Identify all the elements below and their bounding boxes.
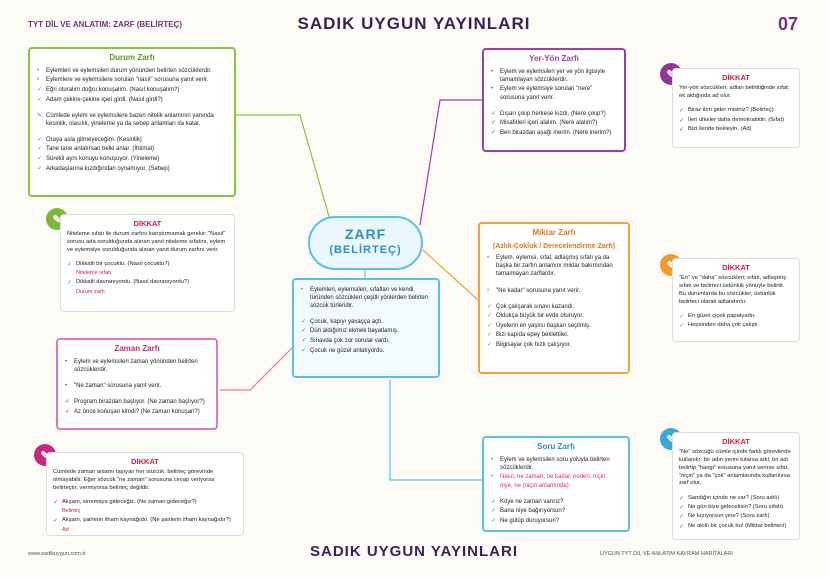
- dikkat-text: Cümlede zaman anlamı taşıyan her sözcük,…: [53, 469, 215, 491]
- dikkat-title: DİKKAT: [133, 219, 162, 228]
- zarf-title-cloud: ZARF (BELİRTEÇ): [308, 216, 423, 270]
- soru-example: ✓Ne gülüp duruyorsun?: [491, 517, 560, 524]
- dikkat-label: Ad: [62, 526, 69, 533]
- miktar-example: ✓Bizi kapıda epey beklettiler.: [487, 332, 569, 339]
- durum-title: Durum Zarfı: [109, 53, 155, 62]
- dikkat-example: ✓Ne akıllı bir çocuk bu! (Miktar belirte…: [679, 522, 787, 530]
- zaman-title: Zaman Zarfı: [114, 344, 160, 353]
- footer-publisher: SADIK UYGUN YAYINLARI: [310, 543, 518, 560]
- soru-item: •Eylem ve eylemsileri soru yoluyla belir…: [491, 456, 610, 471]
- dikkat-label: Durum zarfı: [76, 288, 105, 295]
- soru-title: Soru Zarfı: [537, 442, 575, 451]
- footer-series: UYGUN TYT DİL VE ANLATIM KAVRAM HARİTALA…: [600, 551, 733, 557]
- dikkat-example: ✓Dikkatli bir çocuktu. (Nasıl çocuktu?): [67, 261, 170, 269]
- footer-website[interactable]: www.sadikuygun.com.tr: [28, 551, 86, 557]
- dikkat-yer-box: DİKKAT Yer-yön sözcükleri, adları belirt…: [672, 68, 800, 148]
- soru-example: ✓Köye ne zaman varırız?: [491, 498, 564, 505]
- header-publisher: SADIK UYGUN YAYINLARI: [297, 14, 531, 33]
- yer-example: ✓Ben birazdan aşağı inerim. (Nere inerim…: [491, 129, 612, 136]
- yer-item: •Eylem ve eylemsileri yer ve yön ilgisiy…: [491, 68, 606, 83]
- dikkat-example: ✓İleri ülkeler daha demokratiktir. (Sıfa…: [679, 116, 785, 124]
- durum-zarfi-box: Durum Zarfı •Eylemleri ve eylemsileri du…: [28, 47, 236, 197]
- dikkat-text: Yer-yön sözcükleri, adları belirttiğinde…: [679, 85, 790, 99]
- dikkat-zaman-box: DİKKAT Cümlede zaman anlamı taşıyan her …: [46, 452, 244, 536]
- yer-item: •Eylem ve eylemsiye sorulan "nere" sorus…: [491, 86, 593, 101]
- center-example: ✓Çocuk ne güzel anlatıyordu.: [301, 347, 385, 354]
- dikkat-example: ✓Akşam, şairlerin ilham kaynağıdır. (Ne …: [53, 517, 231, 525]
- dikkat-label: Niteleme sıfatı: [76, 270, 112, 277]
- durum-item: •Eylemleri ve eylemsileri durum yönünden…: [37, 67, 212, 74]
- miktar-item: •"Ne kadar" sorusuna yanıt verir.: [487, 287, 581, 294]
- dikkat-example: ✓Sandığın içinde ne var? (Soru adılı): [679, 494, 780, 502]
- center-subtitle: (BELİRTEÇ): [329, 244, 402, 256]
- zaman-item: •"Ne zaman" sorusuna yanıt verir.: [65, 382, 162, 389]
- yer-example: ✓Dışarı çıkıp herkese kızdı. (Nere çıkıp…: [491, 110, 606, 117]
- dikkat-example: ✓Akşam, sinemaya gideceğiz. (Ne zaman gi…: [53, 499, 197, 507]
- page-number: 07: [778, 14, 799, 34]
- center-title: ZARF: [344, 226, 387, 242]
- durum-item: •Eylemlere ve eylemsilere sorulan "nasıl…: [37, 77, 209, 84]
- dikkat-title: DİKKAT: [722, 437, 750, 446]
- soru-example: ✓Bana niye bağırıyorsun?: [491, 508, 566, 515]
- dikkat-example: ✓Bizi ileride bekleyin. (Ad): [679, 125, 752, 133]
- dikkat-text: Niteleme sıfatı ile durum zarfını karışt…: [67, 231, 226, 253]
- miktar-example: ✓Oldukça büyük bir evde oturuyor.: [487, 313, 584, 320]
- dikkat-text: "En" ve "daha" sözcükleri; sıfatı, adlaş…: [679, 275, 787, 305]
- header-subject: TYT DİL VE ANLATIM: ZARF (BELİRTEÇ): [28, 20, 183, 29]
- center-example: ✓Dün aldığımız ekmek bayatlamış.: [301, 328, 399, 335]
- dikkat-title: DİKKAT: [722, 263, 750, 272]
- miktar-item: •Eylem, eylemsi, sıfat, adlaşmış sıfatı …: [487, 255, 613, 278]
- durum-example: ✓Sürekli aynı konuyu konuşuyor. (Yinelem…: [37, 156, 160, 163]
- yer-example: ✓Misafirleri içeri alalım. (Nere alalım?…: [491, 120, 598, 127]
- durum-example: ✓Tane tane anlatırsan belki anlar. (İhti…: [37, 146, 155, 153]
- dikkat-text: "Ne" sözcüğü cümle içinde farklı görevle…: [679, 449, 791, 487]
- dikkat-example: ✓En güzel çiçek papatyadır.: [679, 312, 756, 320]
- dikkat-example: ✓Ne kızıyorsun yine? (Soru zarfı): [679, 513, 770, 521]
- dikkat-label: Belirteç: [62, 508, 81, 515]
- miktar-example: ✓Üyelerin en yaşlısı başkan seçilmiş.: [487, 322, 591, 329]
- zaman-example: ✓Program birazdan başlıyor. (Ne zaman ba…: [65, 399, 205, 406]
- durum-example: ✓Arkadaşlarına kızdığından oynamıyor. (S…: [37, 165, 170, 172]
- dikkat-example: ✓Ne gün bize geleceksin? (Soru sıfatı): [679, 504, 784, 511]
- durum-note: ✎Cümlede eylem ve eylemsilere bazen nite…: [37, 112, 214, 127]
- zaman-example: ✓Az önce konuşan kimdi? (Ne zaman konuşa…: [65, 408, 200, 415]
- dikkat-title: DİKKAT: [131, 457, 159, 466]
- yer-title: Yer-Yön Zarfı: [529, 54, 579, 63]
- dikkat-title: DİKKAT: [722, 73, 750, 82]
- zaman-item: •Eylem ve eylemsileri zaman yönünden bel…: [65, 358, 198, 373]
- yer-yon-zarfi-box: Yer-Yön Zarfı •Eylem ve eylemsileri yer …: [482, 48, 626, 152]
- dikkat-soru-box: DİKKAT "Ne" sözcüğü cümle içinde farklı …: [672, 432, 800, 540]
- zarf-definition-box: •Eylemleri, eylemsileri, sıfatları ve ke…: [292, 278, 440, 378]
- dikkat-durum-box: DİKKAT Niteleme sıfatı ile durum zarfını…: [60, 214, 235, 312]
- dikkat-example: ✓Biraz ileri gider misiniz? (Belirteç): [679, 107, 774, 115]
- dikkat-example: ✓Dikkatli davranıyordu. (Nasıl davranıyo…: [67, 279, 190, 287]
- miktar-example: ✓Çok çalışarak sınavı kazandı.: [487, 303, 575, 310]
- durum-item: ✓Eğri oturalım doğru konuşalım. (Nasıl k…: [37, 86, 180, 93]
- miktar-subtitle: (Azlık-Çokluk / Derecelendirme Zarfı): [492, 242, 616, 250]
- center-intro: •Eylemleri, eylemsileri, sıfatları ve ke…: [301, 286, 429, 309]
- center-example: ✓Sınavda çok zor sorular vardı.: [301, 337, 390, 344]
- dikkat-miktar-box: DİKKAT "En" ve "daha" sözcükleri; sıfatı…: [672, 258, 800, 342]
- center-example: ✓Çocuk, kapıyı yavaşça açtı.: [301, 318, 384, 325]
- miktar-title: Miktar Zarfı: [532, 228, 576, 237]
- zaman-zarfi-box: Zaman Zarfı •Eylem ve eylemsileri zaman …: [56, 338, 218, 430]
- dikkat-example: ✓Hepsinden daha çok çalıştı.: [679, 322, 760, 330]
- durum-item: ✓Adam çekine çekine içeri girdi. (Nasıl …: [37, 96, 163, 103]
- miktar-example: ✓Bilgisayar çok hızlı çalışıyor.: [487, 341, 572, 348]
- durum-example: ✓Oraya asla gitmeyeceğim. (Kesinlik): [37, 136, 142, 143]
- soru-zarfi-box: Soru Zarfı •Eylem ve eylemsileri soru yo…: [482, 436, 630, 532]
- soru-item: •Nasıl, ne zaman, ne kadar, neden, niçin…: [491, 474, 608, 489]
- miktar-zarfi-box: Miktar Zarfı (Azlık-Çokluk / Derecelendi…: [478, 222, 630, 374]
